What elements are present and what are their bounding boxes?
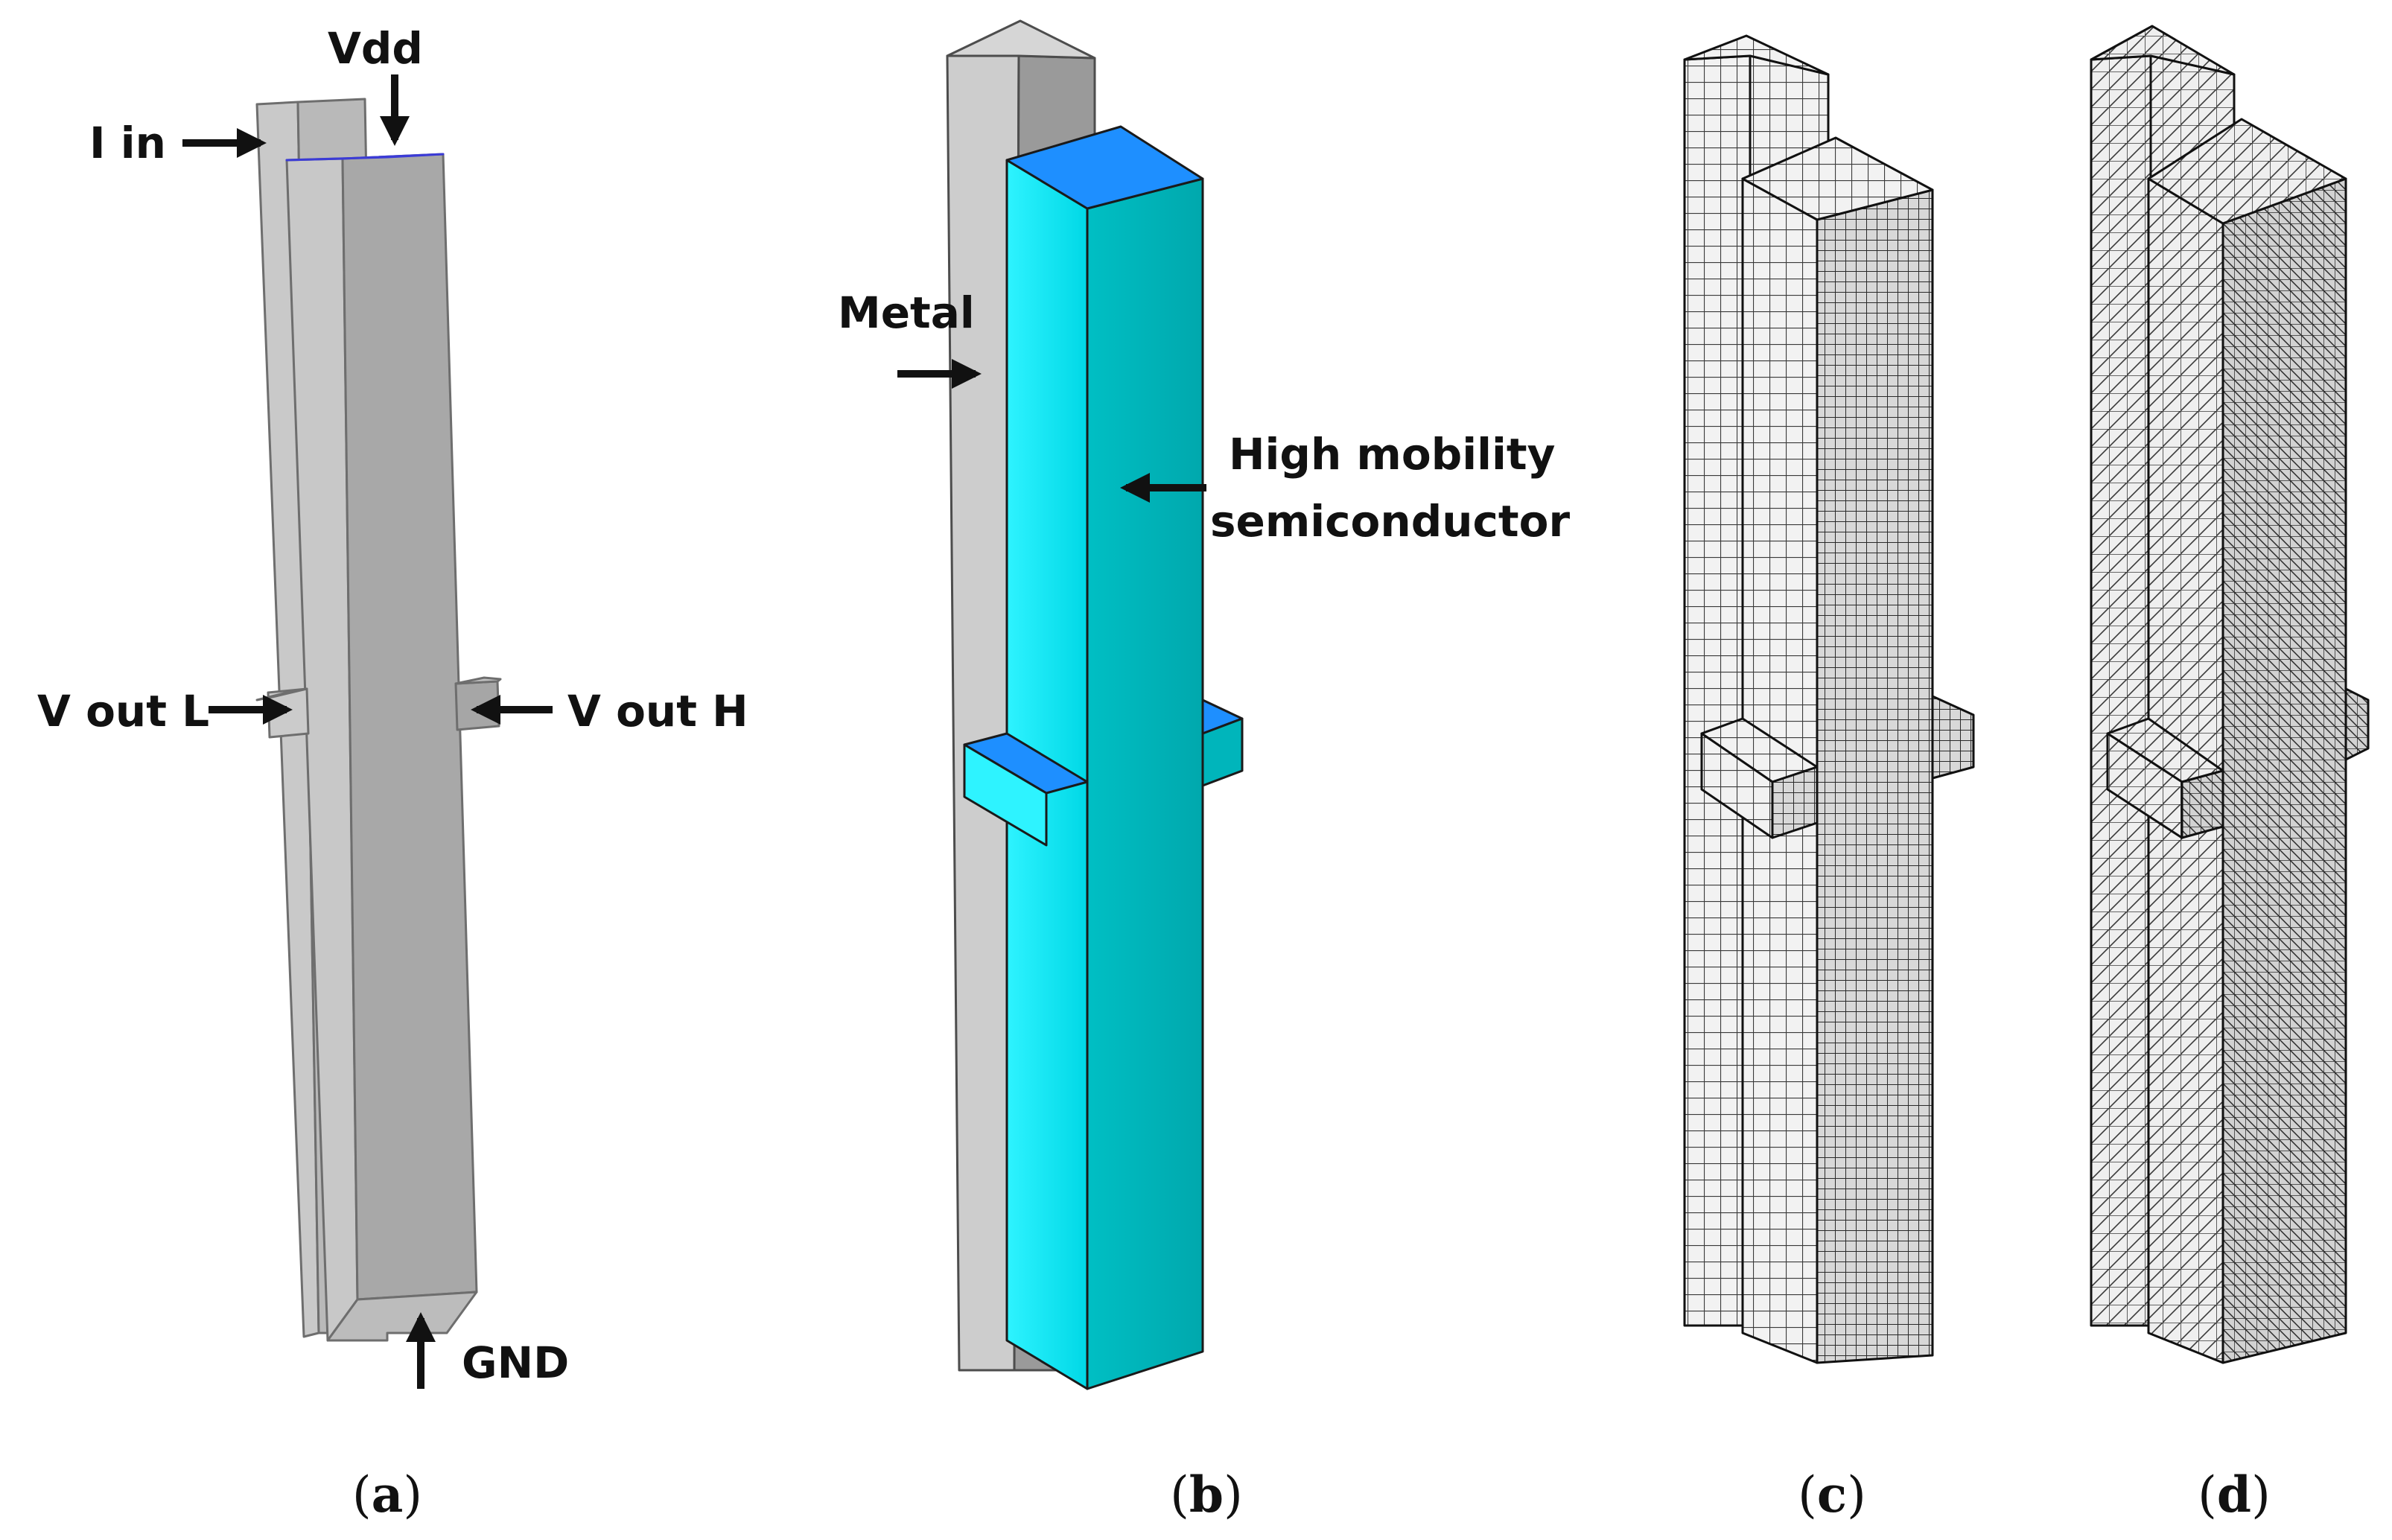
semiconductor-top-face (1005, 125, 1204, 210)
mesh-c-front-top-face (1741, 136, 1934, 221)
mesh-d-back-front-face (2090, 54, 2152, 1327)
panel-b: Metal High mobility semiconductor (b) (838, 19, 1570, 1524)
caption-c: (c) (1798, 1466, 1866, 1524)
panel-d: (d) (2090, 25, 2370, 1524)
caption-d: (d) (2198, 1466, 2271, 1524)
top-face (285, 153, 445, 162)
mesh-d-left-arm-front (2181, 769, 2224, 839)
mesh-d-front-right-face (2221, 177, 2347, 1364)
semiconductor-label-line1: High mobility (1229, 429, 1555, 480)
vdd-label: Vdd (328, 23, 423, 74)
v-out-h-label: V out H (567, 686, 748, 736)
mesh-d-front-top-face (2147, 118, 2347, 225)
v-out-l-label: V out L (37, 686, 209, 736)
metal-label: Metal (838, 287, 975, 338)
right-arm-top (454, 676, 502, 685)
device-model-gray (255, 98, 502, 1342)
semiconductor-label-line2: semiconductor (1210, 496, 1570, 547)
mesh-d-left-arm-side (2106, 732, 2183, 839)
metal-top-face (946, 19, 1096, 60)
semiconductor-body (963, 125, 1244, 1390)
mesh-c-back-front-face (1683, 54, 1752, 1327)
mesh-c-right-arm (1931, 695, 1975, 780)
mesh-c-front-right-face (1816, 188, 1934, 1364)
semiconductor-left-arm-front (963, 743, 1048, 847)
quad-mesh-model (1683, 34, 1975, 1364)
semiconductor-side-face (1086, 177, 1204, 1390)
panel-a: Vdd I in V out L V out H GND (a) (37, 23, 748, 1524)
mesh-d-right-arm (2344, 687, 2370, 761)
mesh-d-back-top-face (2090, 25, 2236, 76)
caption-a: (a) (352, 1466, 422, 1524)
panel-c: (c) (1683, 34, 1975, 1524)
semiconductor-right-arm-side (1201, 717, 1244, 787)
bottom-face (326, 1291, 478, 1342)
mesh-c-left-arm-side (1700, 732, 1774, 839)
tri-mesh-model (2090, 25, 2370, 1364)
gnd-label: GND (462, 1337, 569, 1388)
right-arm (454, 680, 500, 731)
caption-b: (b) (1170, 1466, 1243, 1524)
mesh-c-back-top-face (1683, 34, 1830, 76)
i-in-label: I in (89, 118, 166, 168)
